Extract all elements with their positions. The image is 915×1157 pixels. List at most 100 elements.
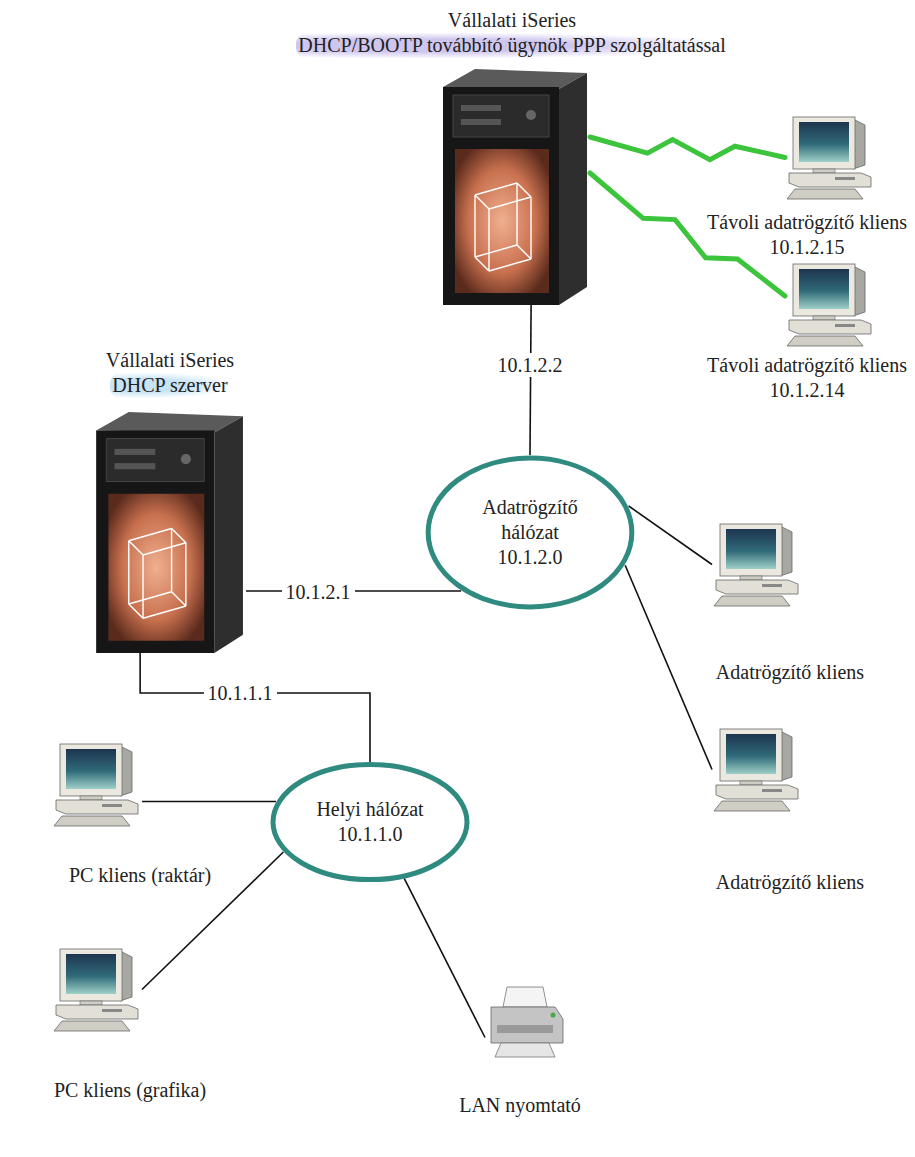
server-side xyxy=(559,73,587,305)
drive-slot xyxy=(102,1009,122,1012)
base-unit xyxy=(789,173,871,187)
cube-line xyxy=(129,592,172,604)
cube-line xyxy=(129,528,172,540)
pc-icon xyxy=(712,727,802,812)
node-label: PC kliens (raktár) xyxy=(67,863,213,888)
network-line xyxy=(625,565,712,769)
monitor xyxy=(60,949,122,1001)
network-line xyxy=(140,653,370,762)
client-node: Távoli adatrögzítő kliens10.1.2.14 xyxy=(785,262,875,347)
server-icon xyxy=(88,408,246,653)
printer-body xyxy=(491,1007,563,1043)
label-stack: Távoli adatrögzítő kliens10.1.2.14 xyxy=(705,353,909,403)
cube-line xyxy=(530,197,531,259)
printer-icon xyxy=(485,985,565,1060)
pc-icon xyxy=(52,742,142,827)
cube-line xyxy=(475,245,517,257)
stand xyxy=(80,796,102,800)
node-label: Távoli adatrögzítő kliens xyxy=(705,353,909,378)
cube-line xyxy=(129,541,143,555)
monitor xyxy=(793,117,855,169)
drive-slot xyxy=(102,804,122,807)
cube-line xyxy=(129,604,143,618)
cube-line xyxy=(128,541,129,604)
paper xyxy=(503,987,547,1007)
keyboard xyxy=(787,189,863,199)
label-stack: PC kliens (raktár) xyxy=(67,863,213,888)
node-sublabel: 10.1.1.0 xyxy=(336,822,405,847)
node-label: LAN nyomtató xyxy=(457,1093,583,1118)
cube-line xyxy=(517,245,531,259)
stand xyxy=(813,169,835,173)
ip-address-label: 10.1.2.2 xyxy=(494,353,567,377)
base-unit xyxy=(56,800,138,814)
screen xyxy=(66,749,116,789)
stand xyxy=(80,1001,102,1005)
node-label: Vállalati iSeries xyxy=(104,348,236,373)
cube-line xyxy=(475,195,489,209)
server-slot xyxy=(461,119,501,125)
cube-line xyxy=(489,259,531,271)
cube-line xyxy=(142,555,143,618)
label-stack: Távoli adatrögzítő kliens10.1.2.15 xyxy=(705,210,909,260)
net-icon xyxy=(270,762,470,882)
network-ring xyxy=(273,764,467,879)
printer-node: LAN nyomtató xyxy=(485,985,565,1060)
network-ellipse: Helyi hálózat10.1.1.0 xyxy=(270,762,470,882)
stand xyxy=(740,781,762,785)
server-side xyxy=(214,416,243,653)
client-node: Távoli adatrögzítő kliens10.1.2.15 xyxy=(785,115,875,200)
server-node: Vállalati iSeriesDHCP szerver xyxy=(88,408,246,653)
wireless-link xyxy=(590,137,785,160)
client-node: Adatrögzítő kliens xyxy=(712,522,802,607)
drive-slot xyxy=(762,584,782,587)
server-button xyxy=(181,454,191,464)
server-glow xyxy=(455,149,549,293)
label-stack: Helyi hálózat10.1.1.0 xyxy=(270,762,470,882)
printer-slot xyxy=(497,1025,553,1033)
screen xyxy=(726,734,776,774)
stand xyxy=(740,576,762,580)
server-node: Vállalati iSeriesDHCP/BOOTP továbbító üg… xyxy=(435,65,590,305)
server-slot xyxy=(115,449,156,455)
node-sublabel: 10.1.2.14 xyxy=(768,378,847,403)
screen xyxy=(799,122,849,162)
server-slot xyxy=(461,105,501,111)
node-label: PC kliens (grafika) xyxy=(52,1078,208,1103)
cube-line xyxy=(172,528,186,542)
drive-slot xyxy=(835,324,855,327)
client-node: PC kliens (grafika) xyxy=(52,947,142,1032)
paper-tray xyxy=(495,1043,555,1057)
base-unit xyxy=(56,1005,138,1019)
node-sublabel: 10.1.2.0 xyxy=(496,545,565,570)
keyboard xyxy=(714,801,790,811)
cube-line xyxy=(172,592,186,606)
server-icon xyxy=(435,65,590,305)
server-button xyxy=(526,110,536,120)
label-stack: Adatrögzítő kliens xyxy=(714,870,866,895)
label-stack: Vállalati iSeriesDHCP szerver xyxy=(104,348,236,398)
network-ring xyxy=(428,458,632,607)
node-sublabel: 10.1.2.15 xyxy=(768,235,847,260)
cube-line xyxy=(488,209,489,271)
keyboard xyxy=(54,816,130,826)
pc-icon xyxy=(712,522,802,607)
label-stack: Adatrögzítő hálózat10.1.2.0 xyxy=(425,455,635,610)
pc-icon xyxy=(52,947,142,1032)
screen xyxy=(66,954,116,994)
screen xyxy=(726,529,776,569)
drive-slot xyxy=(762,789,782,792)
ip-address-label: 10.1.1.1 xyxy=(204,681,277,705)
pc-icon xyxy=(785,262,875,347)
base-unit xyxy=(716,580,798,594)
monitor xyxy=(60,744,122,796)
server-panel xyxy=(453,95,549,137)
keyboard xyxy=(787,336,863,346)
node-sublabel: DHCP szerver xyxy=(110,373,229,398)
keyboard xyxy=(714,596,790,606)
cube-line xyxy=(143,606,186,618)
cube-line xyxy=(185,543,186,606)
screen xyxy=(799,269,849,309)
